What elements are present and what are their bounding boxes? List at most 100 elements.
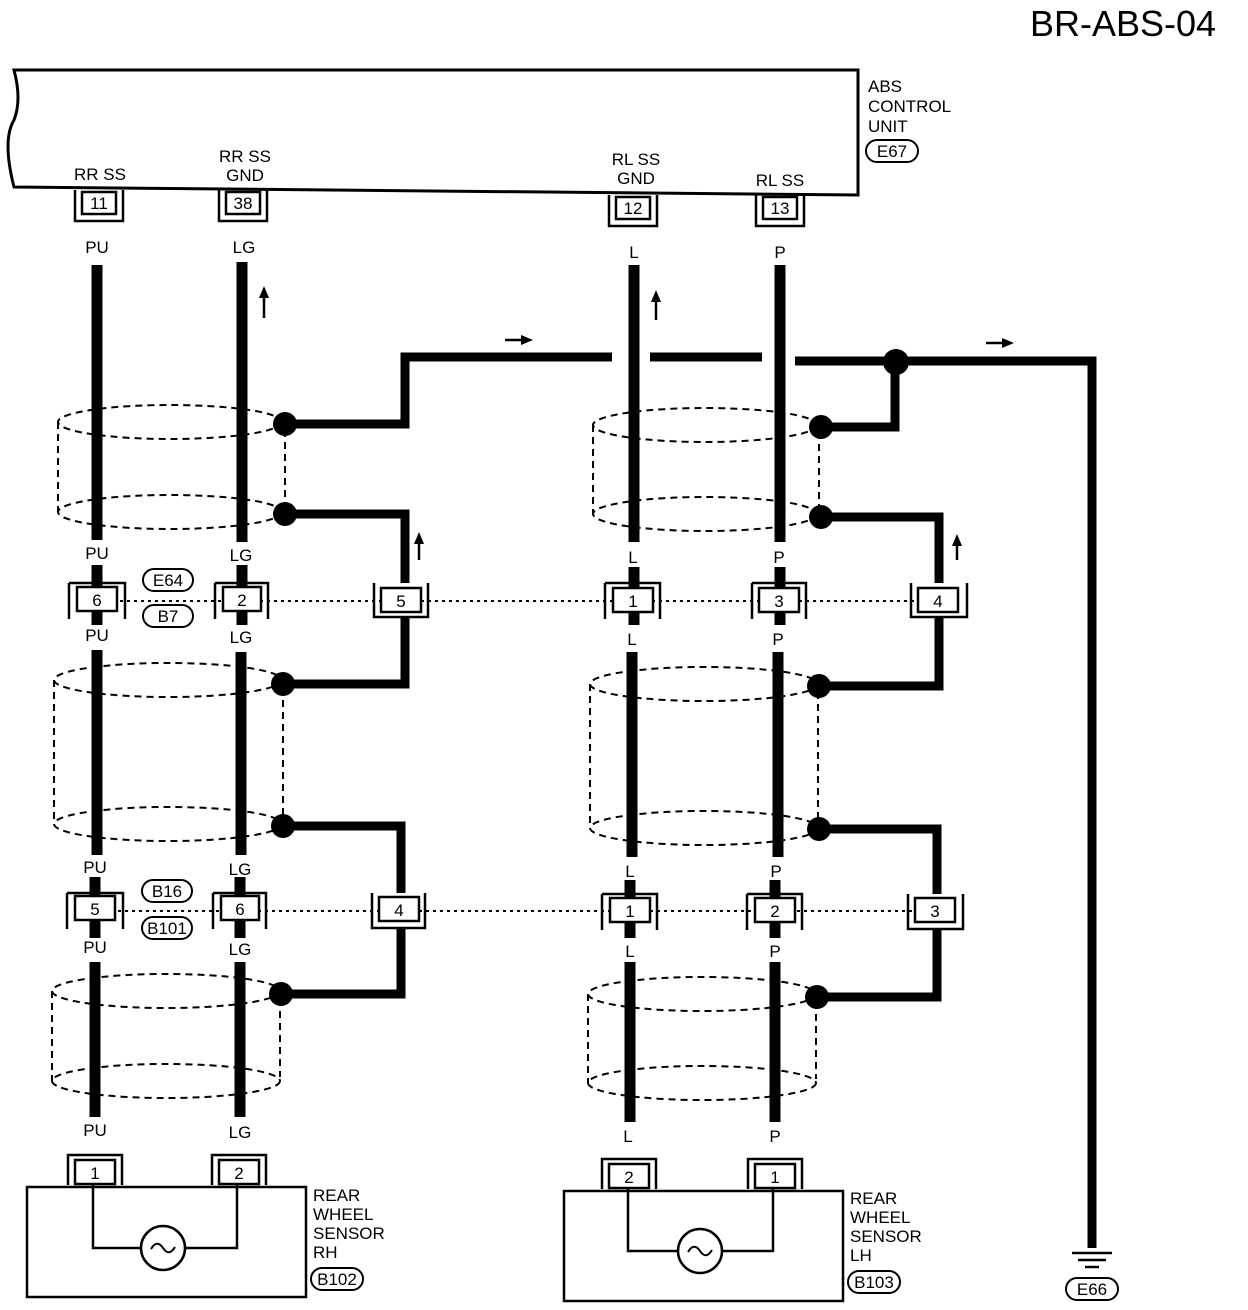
abs-terminal-12: 12 (607, 195, 659, 228)
shield-drain-lh (650, 352, 1097, 1248)
wire-lg (234, 262, 248, 1117)
wire-color-label: LG (229, 940, 252, 959)
wire-color-label: P (774, 243, 785, 262)
wire-color-label: L (627, 630, 636, 649)
splice-dot (809, 505, 833, 529)
joint-2-pin-shield-rh: 4 (370, 893, 427, 930)
wire-stubs (89, 565, 786, 938)
pin-label: 6 (235, 900, 244, 919)
wire-color-label: PU (85, 544, 109, 563)
joint-1-pin-p: 3 (750, 581, 808, 619)
connector-label-b103: B103 (854, 1273, 894, 1292)
wire-color-label: LG (229, 860, 252, 879)
splice-dot (273, 502, 297, 526)
arrow-up-icon (259, 286, 269, 318)
abs-terminal-13: 13 (754, 195, 806, 228)
connector-badge-b7 (142, 604, 194, 628)
abs-terminal-11: 11 (73, 190, 125, 223)
connector-badge-b102 (310, 1267, 364, 1291)
wire-color-label: L (628, 548, 637, 567)
sensor-lh-circuit (626, 1188, 775, 1253)
wire-color-label: PU (83, 1121, 107, 1140)
wire-l (624, 265, 640, 1122)
sensor-lh-label-line1: REAR (850, 1189, 897, 1208)
sensor-rh-label-line2: WHEEL (313, 1205, 373, 1224)
connector-badge-e64 (142, 568, 194, 592)
arrow-up-icon (414, 532, 424, 560)
arrow-up-icon (952, 534, 962, 560)
ac-source-icon (676, 1227, 724, 1275)
connector-label-b102: B102 (317, 1270, 357, 1289)
joint-2-pin-shield-lh: 3 (906, 894, 965, 931)
wire-color-label: L (625, 862, 634, 881)
shield-rh-2 (53, 662, 284, 842)
sensor-lh-connector-pin-2: 2 (600, 1157, 658, 1190)
pin-label: 4 (394, 901, 403, 920)
connector-label-e66: E66 (1077, 1280, 1107, 1299)
pin-label: 1 (628, 592, 637, 611)
sensor-lh-label-line4: LH (850, 1246, 872, 1265)
wire-color-label: L (623, 1127, 632, 1146)
splice-dot (807, 674, 831, 698)
shield-drain-rh (281, 352, 612, 999)
pin-label: 38 (234, 194, 253, 213)
shield-rh-3 (51, 973, 281, 1099)
connector-badge-e67 (865, 139, 919, 163)
connector-label-b7: B7 (158, 607, 179, 626)
wire-color-label: PU (85, 626, 109, 645)
pin-label: 5 (396, 592, 405, 611)
sensor-rh-connector-pin-2: 2 (210, 1153, 268, 1186)
connector-badge-b101 (141, 916, 193, 940)
arrow-right-icon (986, 338, 1014, 348)
joint-1-pin-shield-rh: 5 (372, 583, 430, 619)
terminal-name-rl-ss-gnd-2: GND (617, 169, 655, 188)
abs-unit-label-line1: ABS (868, 77, 902, 96)
sensor-lh-label-line3: SENSOR (850, 1227, 922, 1246)
wire-pu (89, 265, 103, 1117)
shield-lh-2 (589, 666, 819, 846)
wire-color-label: LG (229, 1123, 252, 1142)
connector-label-e64: E64 (153, 571, 183, 590)
joint-1-pin-lg: 2 (213, 581, 270, 619)
connector-badge-b103 (847, 1270, 901, 1294)
pin-label: 4 (933, 592, 942, 611)
pin-label: 2 (237, 591, 246, 610)
joint-2-pin-pu: 5 (65, 891, 125, 929)
pin-label: 12 (624, 199, 643, 218)
pin-label: 2 (234, 1164, 243, 1183)
terminal-name-rr-ss: RR SS (74, 165, 126, 184)
wire-color-label: L (625, 942, 634, 961)
splice-dot (271, 814, 295, 838)
terminal-name-rr-ss-gnd-2: GND (226, 166, 264, 185)
wire-color-label: P (773, 548, 784, 567)
sensor-rh-connector-pin-1: 1 (66, 1153, 124, 1186)
pin-label: 5 (90, 900, 99, 919)
sensor-rh-label-line3: SENSOR (313, 1224, 385, 1243)
pin-label: 2 (770, 902, 779, 921)
joint-2-pin-l: 1 (600, 892, 659, 930)
sensor-lh-body (562, 1189, 845, 1303)
abs-unit-label-line2: CONTROL (868, 97, 951, 116)
pin-label: 1 (625, 902, 634, 921)
wire-color-label: PU (83, 858, 107, 877)
pin-label: 1 (90, 1164, 99, 1183)
sensor-rh-label-line1: REAR (313, 1186, 360, 1205)
splice-dot (883, 349, 909, 375)
wire-color-label: P (769, 942, 780, 961)
joint-1-pin-l: 1 (603, 581, 662, 619)
splice-dot (271, 672, 295, 696)
pin-label: 2 (624, 1168, 633, 1187)
arrow-icons (259, 286, 1014, 560)
sensor-lh-connector-pin-1: 1 (746, 1157, 804, 1190)
joint-1-pin-shield-lh: 4 (909, 583, 969, 619)
arrow-up-icon (651, 290, 661, 320)
connector-badge-b16 (141, 879, 193, 903)
wire-color-label: LG (230, 546, 253, 565)
wire-p (769, 265, 786, 1122)
diagram-title: BR-ABS-04 (1030, 3, 1216, 44)
sensor-lh-label-line2: WHEEL (850, 1208, 910, 1227)
wire-color-label: P (769, 1127, 780, 1146)
wire-color-label: L (629, 243, 638, 262)
connector-label-b16: B16 (152, 882, 182, 901)
